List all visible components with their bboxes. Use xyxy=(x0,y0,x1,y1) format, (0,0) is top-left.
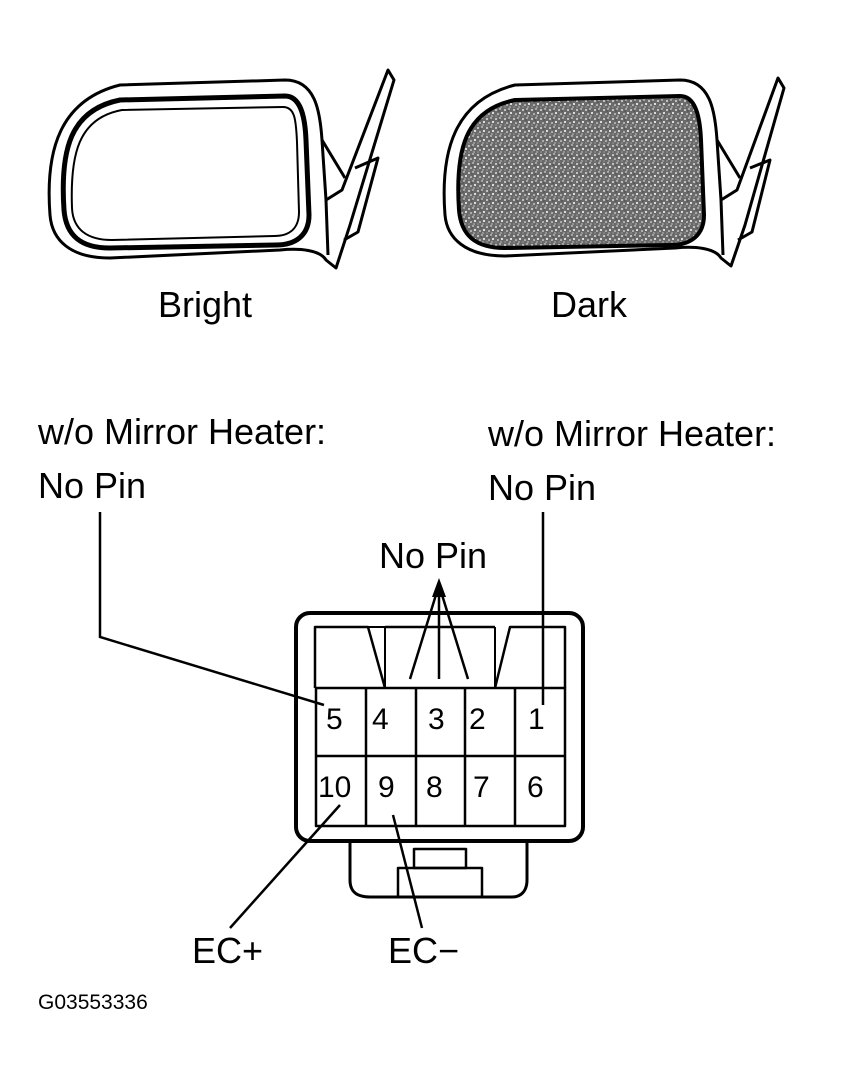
pin-2: 2 xyxy=(469,703,486,736)
pin-4: 4 xyxy=(372,703,389,736)
pin-7: 7 xyxy=(473,771,490,804)
dark-label: Dark xyxy=(551,284,628,325)
figure-code: G03553336 xyxy=(38,991,148,1014)
right-note-line2: No Pin xyxy=(488,467,597,508)
left-note-line2: No Pin xyxy=(38,465,147,506)
arrow-heads xyxy=(432,578,446,597)
center-no-pin-note: No Pin xyxy=(379,535,488,576)
pin-3: 3 xyxy=(428,703,445,736)
ec-minus-label: EC− xyxy=(388,930,460,971)
pin-1: 1 xyxy=(528,703,545,736)
bright-mirror-illustration xyxy=(47,68,396,270)
pin-8: 8 xyxy=(426,771,443,804)
left-note-line1: w/o Mirror Heater: xyxy=(38,411,327,452)
bright-label: Bright xyxy=(158,284,253,325)
pin-10: 10 xyxy=(318,771,352,804)
dark-mirror-illustration xyxy=(442,76,786,268)
pin-6: 6 xyxy=(527,771,544,804)
pin-9: 9 xyxy=(378,771,395,804)
right-note-line1: w/o Mirror Heater: xyxy=(488,413,777,454)
leader-lines xyxy=(98,512,545,929)
pin-5: 5 xyxy=(326,703,343,736)
ec-plus-label: EC+ xyxy=(192,930,264,971)
